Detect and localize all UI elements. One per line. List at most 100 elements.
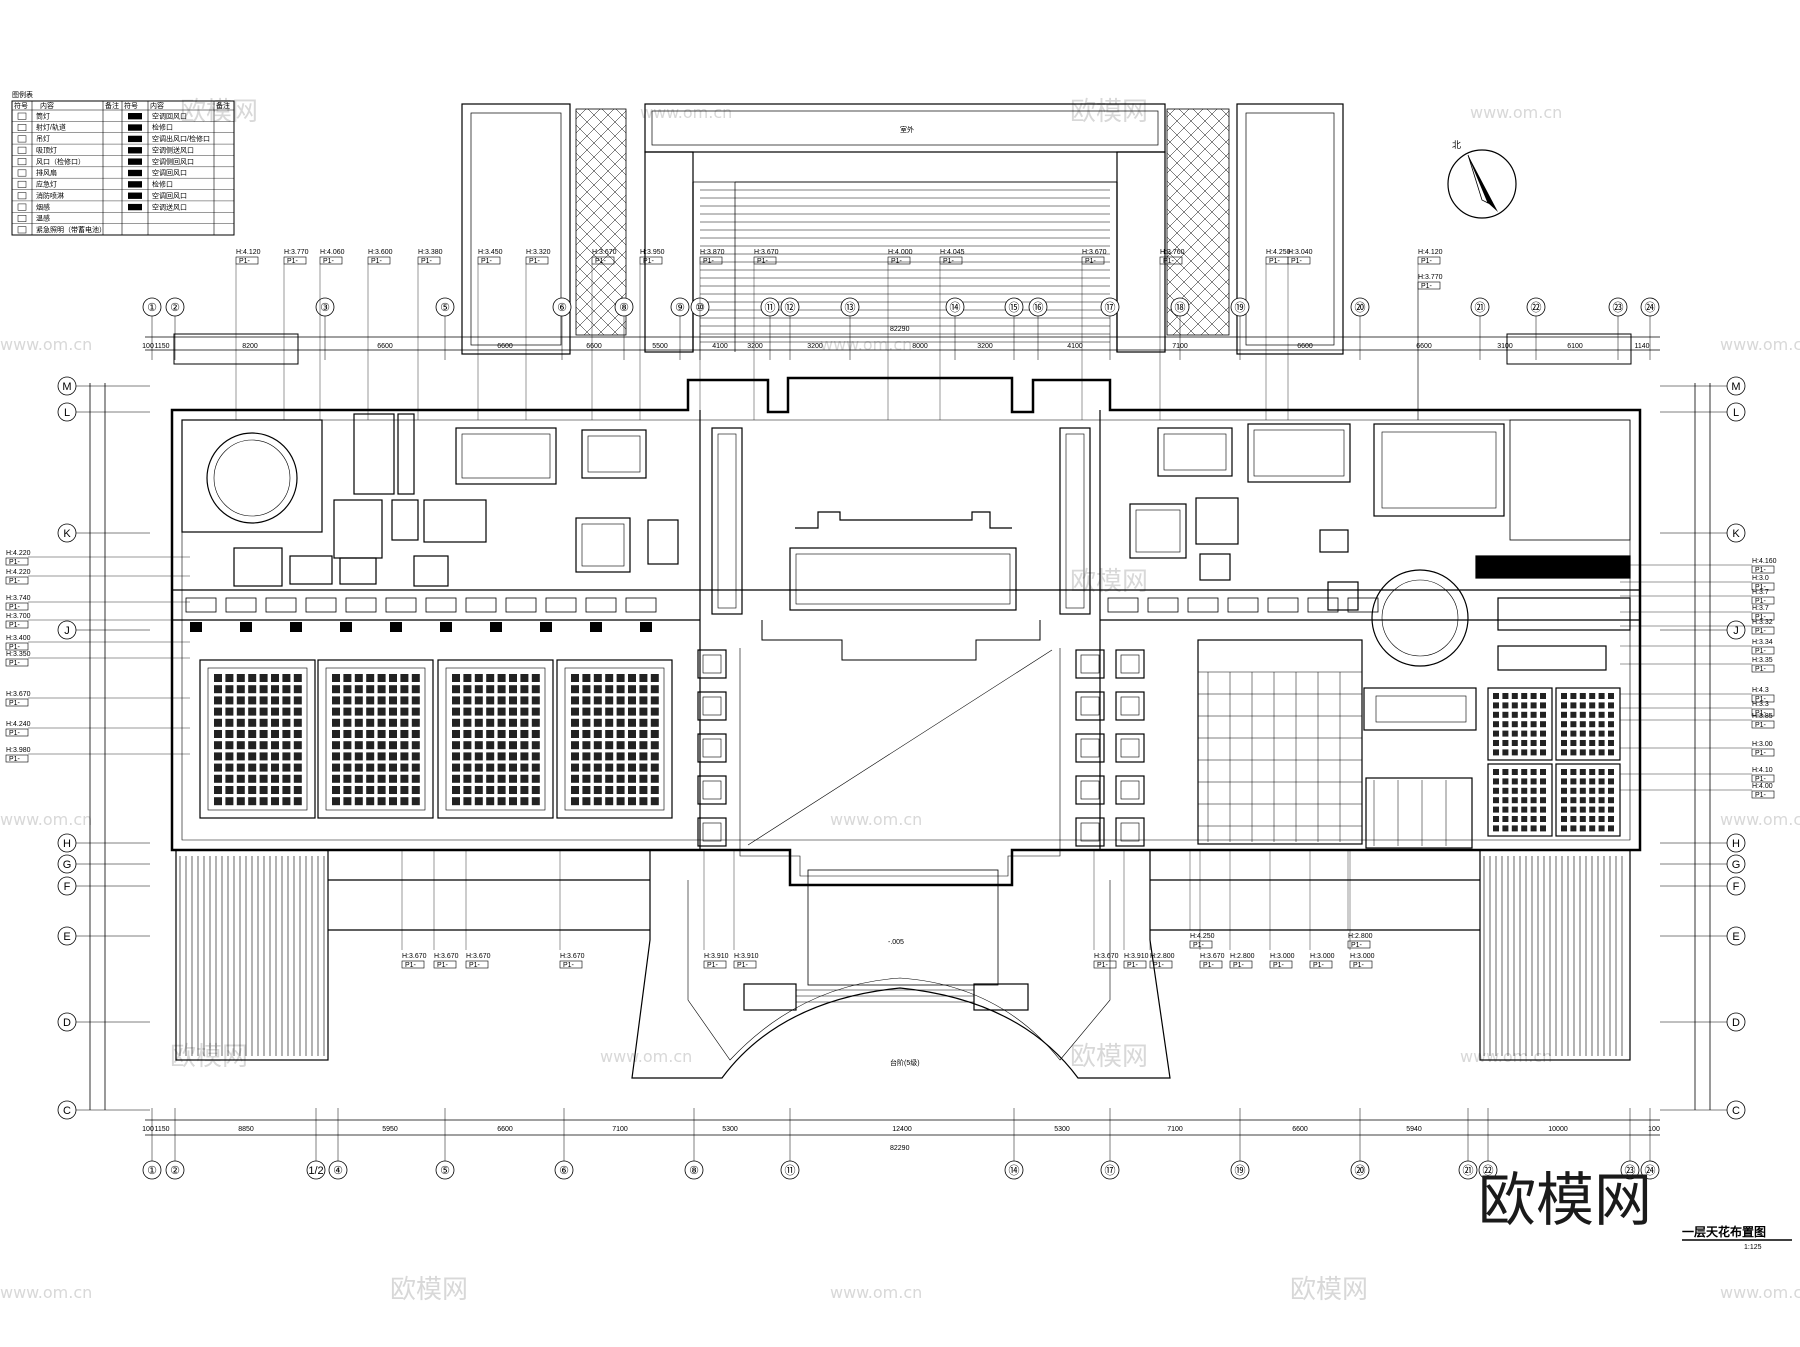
coffer-cell (366, 718, 375, 727)
coffer-cell (1530, 711, 1537, 718)
coffer-cell (463, 774, 472, 783)
coffer-cell (377, 730, 386, 738)
height-tag-ref: P1- (1755, 567, 1767, 574)
dimension-value: 5500 (652, 343, 668, 350)
coffer-frame (556, 659, 673, 819)
coffer-cell (650, 786, 659, 794)
grid-bubble-label: ① (147, 1165, 157, 1177)
coffer-cell (248, 763, 257, 772)
light-square (697, 817, 727, 847)
light-square-inner (1120, 696, 1140, 716)
coffer-cell (377, 718, 386, 727)
coffer-cell (1540, 693, 1546, 699)
coffer-cell (463, 674, 472, 682)
coffer-cell (1579, 711, 1586, 718)
coffer-cell (236, 707, 245, 716)
coffer-cell (236, 741, 245, 750)
legend-symbol (128, 124, 142, 131)
hatch-line (1166, 320, 1182, 336)
height-tag-box (1751, 646, 1775, 655)
coffer-cell (236, 786, 245, 794)
coffer-cell (225, 685, 234, 694)
grid-bubble-label: L (1733, 407, 1739, 419)
coffer-cell (1598, 721, 1605, 728)
height-tag-value: H:3.950 (640, 249, 665, 256)
legend-item: 空调侧送风口 (152, 145, 194, 154)
coffer-cell (282, 674, 291, 682)
coffer-cell (411, 707, 420, 716)
coffer-cell (282, 707, 291, 716)
coffer-cell (214, 707, 222, 716)
grid-bubble: G (57, 854, 77, 874)
legend-item: 吸顶灯 (36, 145, 57, 154)
watermark-url: www.om.cn (1460, 1047, 1552, 1066)
legend-rows: 符号内容备注符号内容备注筒灯空调回风口射灯/轨道检修口吊灯空调出风口/检修口吸顶… (12, 101, 234, 236)
coffer-cell (1530, 797, 1537, 804)
coffer-cell (1530, 721, 1537, 728)
hatch-line (1166, 152, 1230, 216)
grid-bubble-label: ⑯ (1033, 301, 1044, 314)
coffer-cell (377, 741, 386, 750)
light-square (697, 649, 727, 679)
height-tag-box (433, 960, 457, 969)
light-square (1115, 691, 1145, 721)
hatched-area-left (179, 856, 325, 1056)
coffer-cell (1511, 816, 1518, 822)
coffer-cell (582, 685, 591, 694)
height-tag-value: H:3.670 (754, 249, 779, 256)
dimension-value: 3200 (977, 343, 993, 350)
legend-symbol (128, 169, 142, 177)
coffer-cell (282, 718, 291, 727)
coffer-cell (400, 786, 409, 794)
coffer-cell (1589, 749, 1596, 756)
legend-item: 排风扇 (36, 168, 57, 177)
height-tag-box (1751, 748, 1775, 757)
grid-bubble-label: 1/2 (308, 1165, 323, 1177)
coffer-cell (259, 741, 268, 750)
coffer-cell (1579, 769, 1586, 775)
coffer-cell (282, 741, 291, 750)
coffer-cell (628, 797, 636, 806)
hatch-line (575, 320, 591, 336)
coffer-cell (259, 774, 268, 783)
coffer-cell (389, 786, 397, 794)
height-tag-value: H:3.670 (402, 953, 427, 960)
watermark-url: www.om.cn (0, 335, 92, 354)
coffer-cell (605, 786, 614, 794)
coffer-cell (452, 685, 460, 694)
coffer-cell (400, 685, 409, 694)
height-tag-box (1189, 940, 1213, 949)
height-tag-box (939, 256, 963, 265)
coffer-cell (1608, 740, 1614, 746)
coffer-cell (248, 774, 257, 783)
legend-symbol (17, 180, 27, 188)
coffer-cell (282, 685, 291, 694)
coffer-cell (366, 707, 375, 716)
hatch-line (1166, 108, 1176, 118)
coffer-cell (486, 718, 495, 727)
coffer-cell (354, 696, 363, 705)
coffer-cell (1608, 806, 1614, 813)
legend-symbol (17, 215, 27, 222)
dimension-value: 100 (1648, 1126, 1660, 1133)
height-tag-ref: P1- (1755, 598, 1767, 605)
coffer-cell (616, 797, 625, 806)
height-tag-box (401, 960, 425, 969)
height-tag-ref: P1- (9, 700, 21, 707)
coffer-cell (1608, 797, 1614, 804)
hatch-line (575, 108, 615, 148)
coffer-cell (354, 752, 363, 761)
coffer-cell (1579, 797, 1586, 804)
height-tag: H:3.7P1- (1751, 589, 1775, 605)
coffer-cell (1598, 769, 1605, 775)
grid-bubble: G (1726, 854, 1746, 874)
height-tag-value: H:3.450 (478, 249, 503, 256)
coffer-cell (531, 730, 540, 738)
legend-symbol (17, 192, 27, 200)
coffer-cell (452, 707, 460, 716)
